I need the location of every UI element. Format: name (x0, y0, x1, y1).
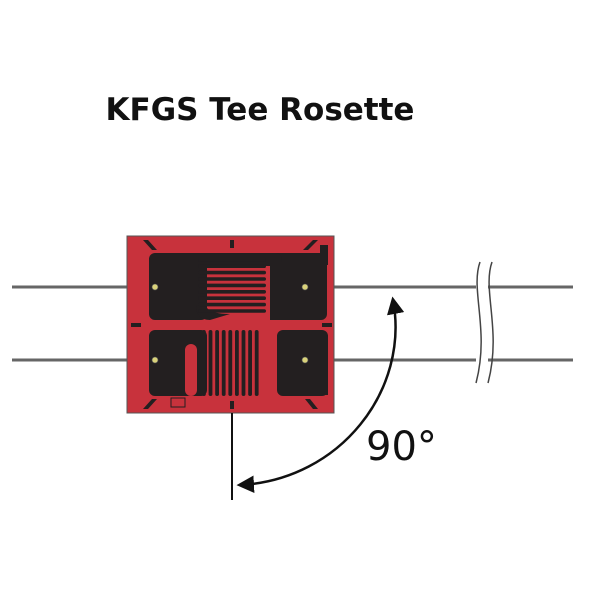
angle-label: 90° (366, 424, 437, 470)
grid-line (198, 290, 266, 294)
diagram-title: KFGS Tee Rosette (105, 92, 415, 128)
corner-mark-tr (303, 240, 318, 250)
grid-line (221, 330, 226, 396)
grid-line (198, 283, 266, 288)
vertical-grid (202, 330, 259, 396)
solder-dot (301, 356, 309, 364)
grid-line (228, 330, 233, 396)
bottom-grid-tab-right (264, 330, 276, 382)
mark-bottom (230, 401, 234, 409)
grid-line (241, 330, 246, 396)
corner-mark-tl (143, 240, 157, 250)
strain-gauge (126, 235, 335, 414)
grid-line (198, 302, 266, 307)
grid-line (198, 277, 266, 281)
grid-line (198, 270, 266, 275)
grid-line (198, 309, 266, 313)
angle-arc-arrow (236, 296, 405, 494)
grid-line (248, 330, 252, 396)
grid-line (198, 296, 266, 300)
mark-bar-2 (325, 383, 328, 395)
grid-line (202, 330, 206, 396)
logo-mark (170, 397, 186, 408)
mark-square (320, 245, 328, 265)
grid-line (235, 330, 239, 396)
break-mark-right (487, 261, 494, 384)
mark-bar-1 (318, 383, 321, 395)
horizontal-grid (198, 258, 266, 313)
corner-mark-bl (143, 399, 157, 409)
solder-dot (301, 283, 309, 291)
grid-line (198, 264, 266, 268)
grid-line (208, 330, 213, 396)
mark-right (322, 323, 332, 327)
mark-left (131, 323, 141, 327)
grid-line (254, 330, 259, 396)
break-mark-left (475, 261, 482, 384)
solder-dot (151, 356, 159, 364)
solder-dot (151, 283, 159, 291)
bottom-grid-tab-left (185, 344, 197, 396)
grid-line (198, 258, 266, 262)
mark-top (230, 240, 234, 248)
solder-pad-top-left (149, 253, 207, 320)
solder-pad-bottom-left (149, 330, 207, 396)
grid-line (215, 330, 219, 396)
